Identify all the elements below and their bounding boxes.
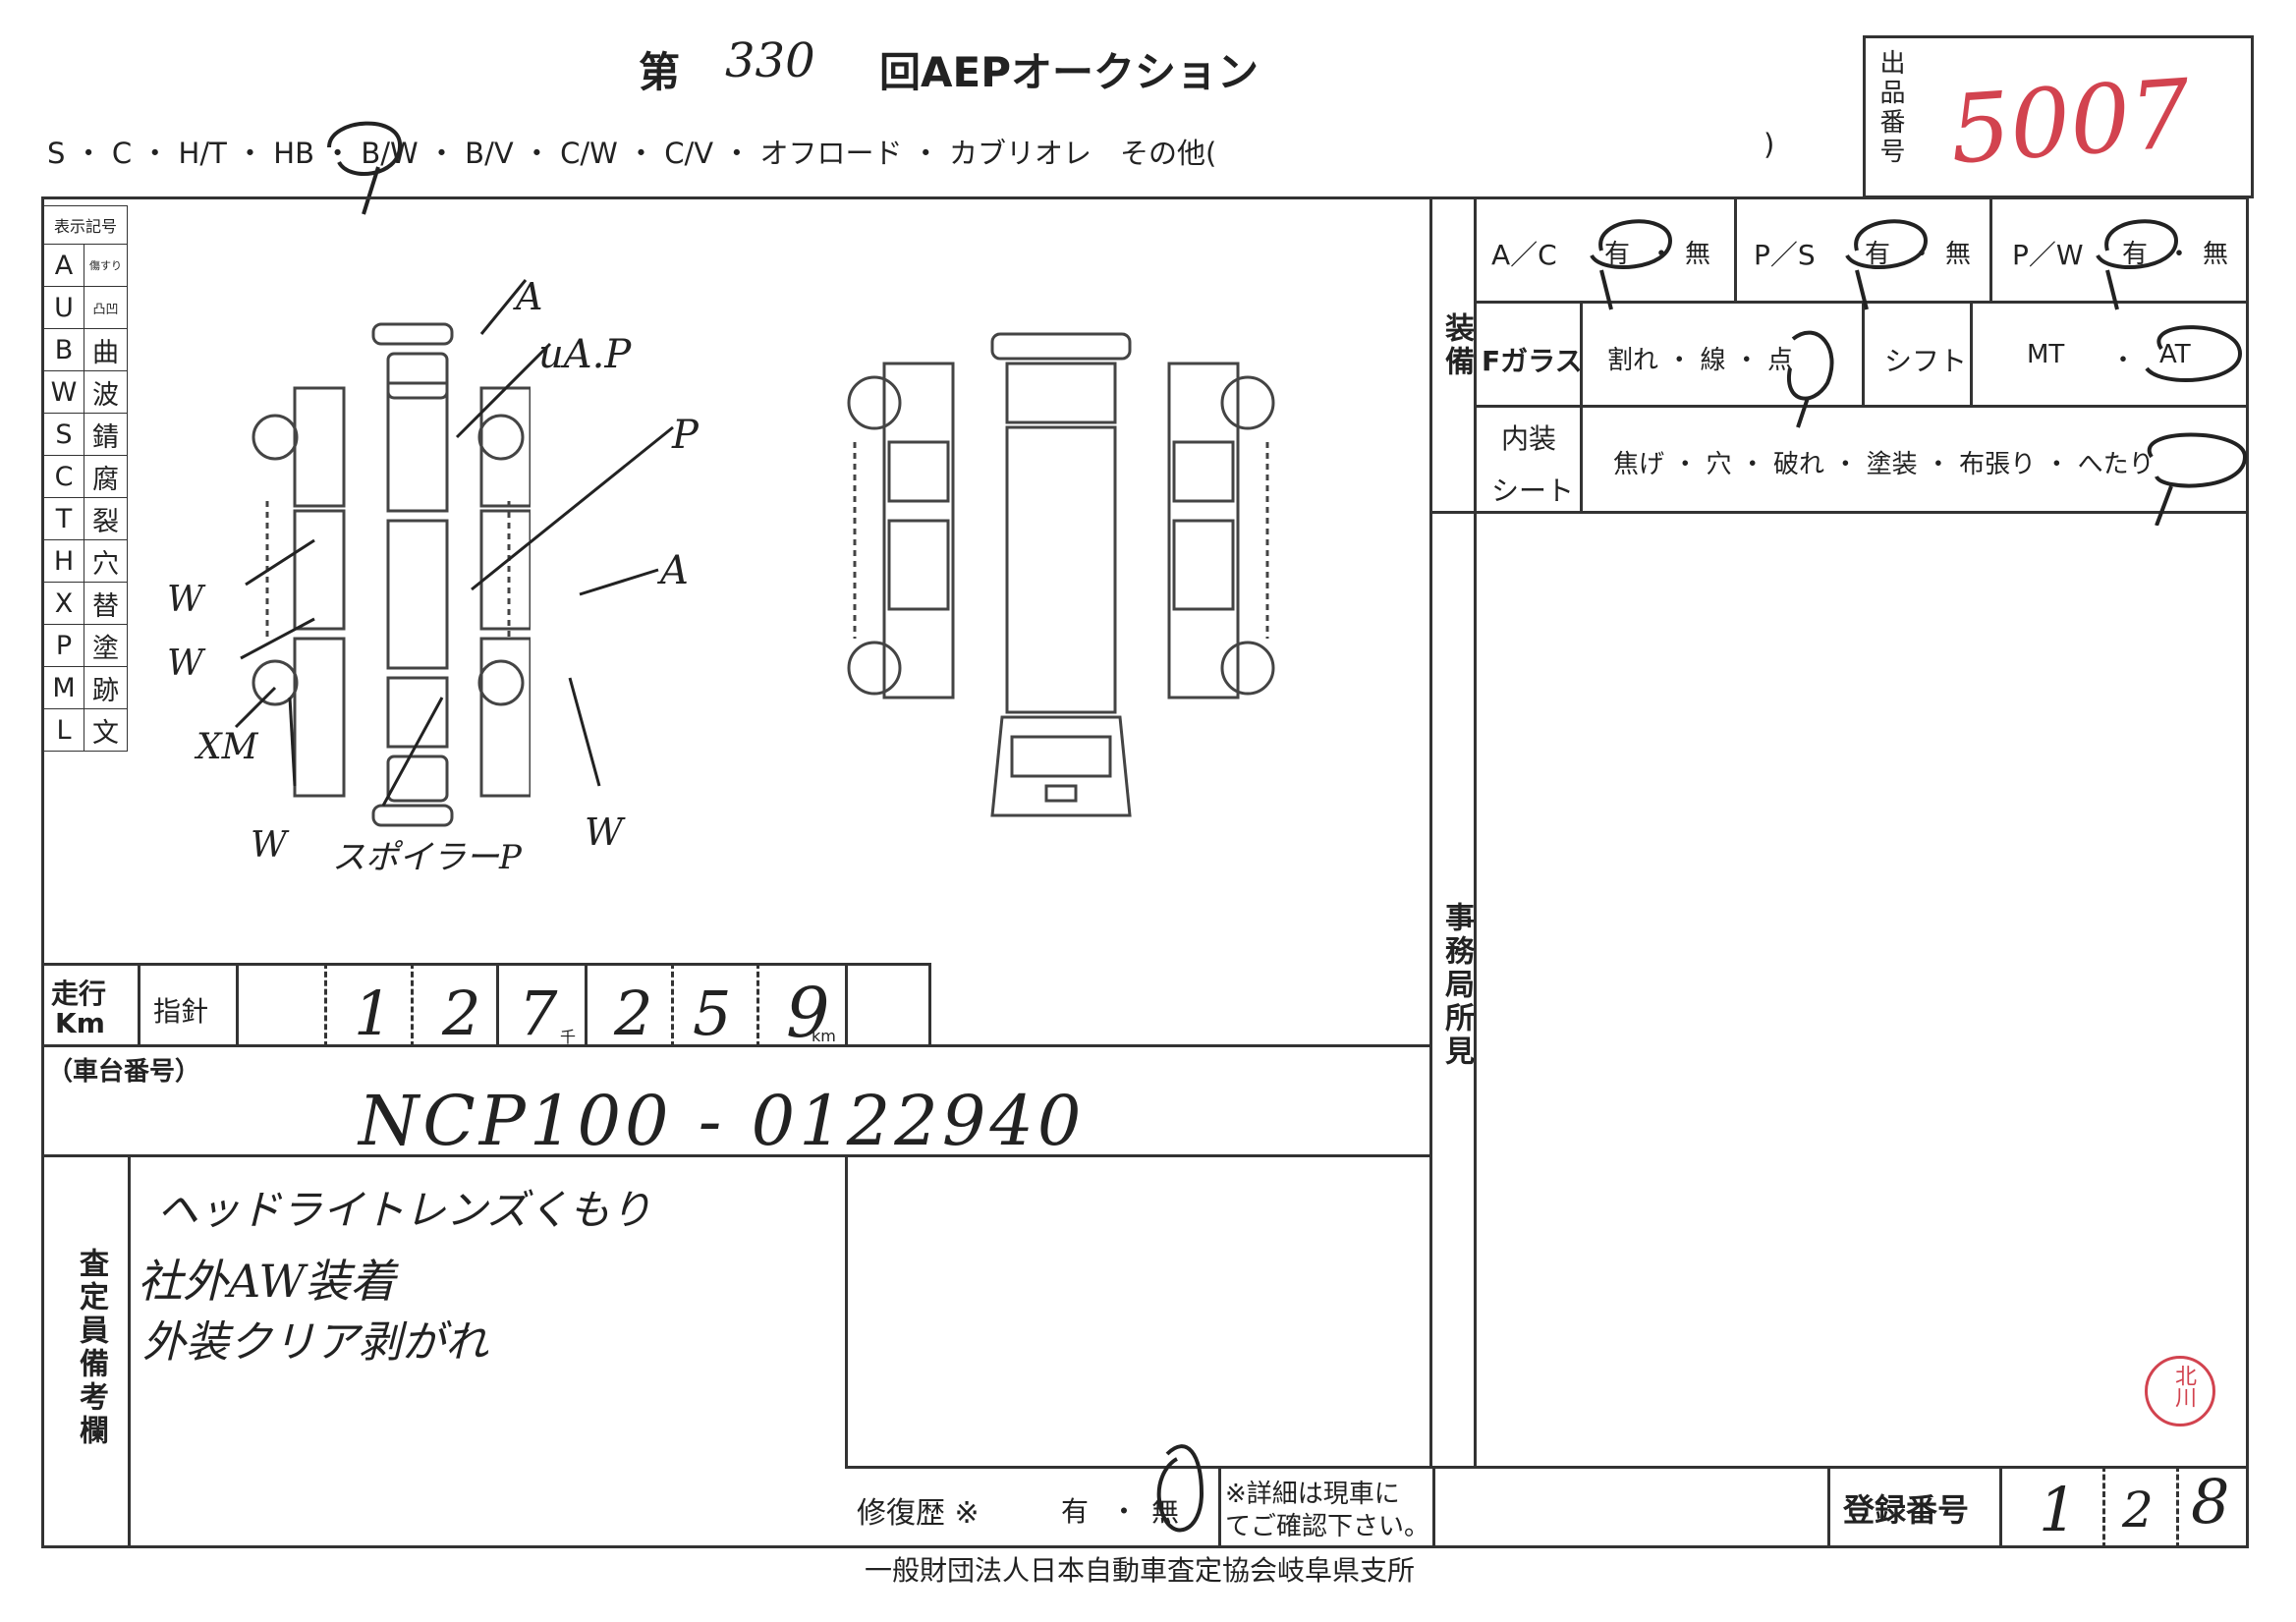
ps-label: P／S	[1754, 239, 1816, 271]
repair-history-label: 修復歴 ※	[857, 1496, 980, 1531]
car-diagram-side-view	[847, 332, 1275, 817]
inspector-seal: 北川	[2145, 1356, 2215, 1426]
body-type-options: S ・ C ・ H/T ・ HB ・ B/W ・ B/V ・ C/W ・ C/V…	[47, 137, 1217, 170]
fglass-options: 割れ ・ 線 ・ 点	[1607, 346, 1794, 375]
legend-code: U	[43, 286, 84, 329]
legend-code: P	[43, 624, 84, 667]
auction-number: 330	[725, 33, 815, 88]
legend-code: A	[43, 244, 84, 287]
legend-code: L	[43, 708, 84, 752]
legend-meaning: 文	[84, 708, 128, 752]
legend-meaning: 錆	[84, 413, 128, 456]
hb-circle-mark	[327, 121, 403, 215]
legend-meaning: 裂	[84, 497, 128, 540]
sheet-frame	[41, 196, 2249, 1548]
mark-a-right: A	[660, 548, 689, 593]
ps-no: 無	[1945, 240, 1972, 269]
ps-yes: 有	[1865, 240, 1891, 269]
legend-title: 表示記号	[43, 205, 128, 245]
interior-label: 内装	[1501, 422, 1557, 455]
chassis-number: NCP100 - 0122940	[359, 1081, 1086, 1161]
mark-spoiler: スポイラーP	[332, 838, 522, 877]
mileage-km-unit: km	[812, 1027, 836, 1045]
legend-code: H	[43, 539, 84, 583]
legend-meaning: 塗	[84, 624, 128, 667]
legend-meaning: 腐	[84, 455, 128, 498]
mileage-digit: 5	[693, 978, 732, 1049]
registration-digit: 8	[2191, 1466, 2230, 1538]
interior-options: 焦げ ・ 穴 ・ 破れ ・ 塗装 ・ 布張り ・ へたり	[1613, 450, 2155, 479]
mileage-km-label: Km	[55, 1007, 105, 1039]
repair-note-1: ※詳細は現車に	[1225, 1480, 1400, 1509]
mark-p: P	[672, 413, 699, 458]
mileage-indicator-label: 指針	[153, 995, 209, 1028]
ac-label: A／C	[1491, 239, 1557, 271]
mileage-thousand-unit: 千	[560, 1028, 577, 1046]
mark-ua-p: uA.P	[538, 332, 632, 377]
legend-meaning: 曲	[84, 328, 128, 371]
legend-code: B	[43, 328, 84, 371]
equipment-label: 装備	[1439, 312, 1474, 379]
legend-code: T	[43, 497, 84, 540]
mileage-digit: 9	[786, 973, 830, 1053]
mileage-digit: 2	[614, 978, 653, 1049]
exhibit-number-value: 5007	[1946, 58, 2194, 186]
legend-code: X	[43, 582, 84, 625]
legend-code: M	[43, 666, 84, 709]
exhibit-number-label: 出品番号	[1876, 49, 1905, 167]
legend-meaning: 凸凹	[84, 286, 128, 329]
remarks-line-1: ヘッドライトレンズくもり	[157, 1186, 652, 1234]
chassis-label: （車台番号）	[47, 1057, 201, 1087]
shift-label: シフト	[1884, 345, 1968, 377]
fglass-label: Fガラス	[1482, 345, 1583, 377]
remarks-line-2: 社外AW装着	[138, 1255, 396, 1308]
repair-note-2: てご確認下さい。	[1225, 1512, 1430, 1541]
legend-code: W	[43, 370, 84, 414]
repair-circle-mark	[1156, 1444, 1204, 1533]
legend-meaning: 穴	[84, 539, 128, 583]
legend-meaning: 傷すり	[84, 244, 128, 287]
mileage-label: 走行	[51, 978, 107, 1010]
pw-label: P／W	[2012, 239, 2084, 271]
pw-no: 無	[2203, 240, 2229, 269]
mark-w-4: W	[585, 811, 624, 854]
registration-digit: 2	[2122, 1482, 2154, 1538]
mark-w-1: W	[167, 580, 204, 620]
mileage-digit: 2	[442, 978, 481, 1049]
office-remarks-label: 事務局所見	[1439, 902, 1474, 1069]
mileage-digit: 1	[354, 978, 393, 1049]
inspector-seal-text: 北川	[2171, 1365, 2196, 1408]
ac-no: 無	[1685, 240, 1711, 269]
mark-a-top: A	[516, 275, 543, 318]
damage-leader-lines	[234, 279, 674, 807]
legend-code: C	[43, 455, 84, 498]
registration-label: 登録番号	[1843, 1491, 1970, 1529]
legend-meaning: 替	[84, 582, 128, 625]
legend-meaning: 跡	[84, 666, 128, 709]
title-suffix: 回AEPオークション	[879, 48, 1259, 96]
remarks-line-3: 外装クリア剥がれ	[142, 1317, 488, 1368]
mark-w-3: W	[251, 825, 288, 866]
legend-code: S	[43, 413, 84, 456]
inspector-remarks-label: 査定員備考欄	[74, 1248, 108, 1448]
registration-digit: 1	[2039, 1474, 2078, 1545]
shift-mt: MT	[2027, 340, 2065, 369]
seat-label: シート	[1491, 475, 1575, 507]
footer-organization: 一般財団法人日本自動車査定協会岐阜県支所	[865, 1554, 1416, 1587]
mark-xm: XM	[196, 727, 258, 767]
equipment-circle-marks	[1590, 219, 2248, 526]
legend-meaning: 波	[84, 370, 128, 414]
repair-dot: ・	[1110, 1495, 1139, 1528]
repair-yes: 有	[1061, 1495, 1090, 1528]
shift-at: AT	[2159, 340, 2191, 369]
mileage-digit: 7	[519, 978, 558, 1049]
body-type-close: )	[1764, 128, 1775, 161]
mark-w-2: W	[167, 643, 204, 684]
title-prefix: 第	[639, 48, 681, 96]
shift-dot: ・	[2110, 346, 2137, 375]
